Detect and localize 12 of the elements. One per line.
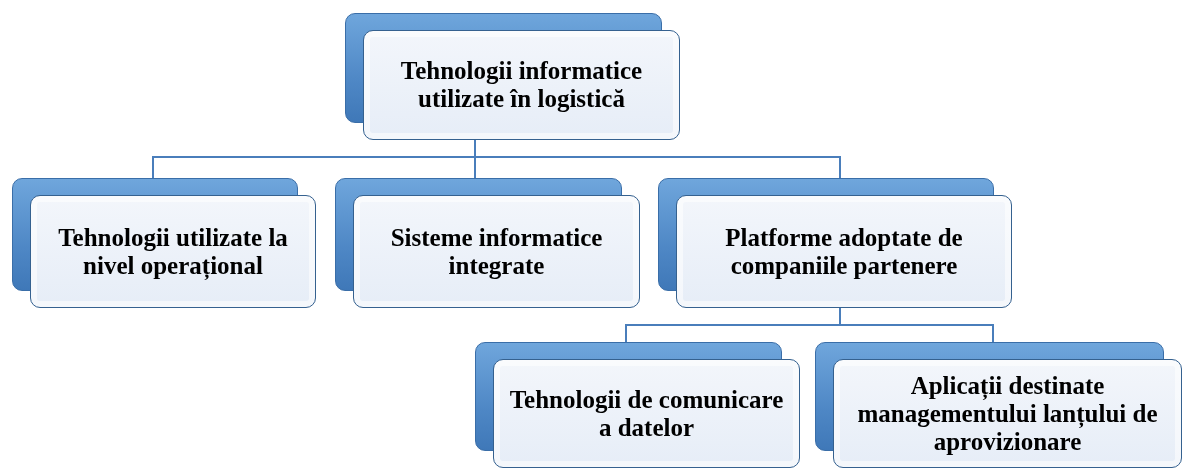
box-label: Tehnologii utilizate la nivel operațional xyxy=(57,223,289,280)
process-box xyxy=(658,178,1012,308)
process-box xyxy=(345,13,680,140)
process-box xyxy=(815,342,1182,468)
box-label: Tehnologii informatice utilizate în logistică xyxy=(399,57,644,113)
box-label: Sisteme informatice integrate xyxy=(389,223,604,280)
process-box xyxy=(12,178,316,308)
box-label: Platforme adoptate de companiile partenere xyxy=(724,223,964,280)
process-box xyxy=(335,178,640,308)
box-label: Aplicații destinate managementului lanțului de aprovizionare xyxy=(856,371,1159,456)
process-box xyxy=(475,342,800,468)
box-label: Tehnologii de comunicare a datelor xyxy=(508,385,785,442)
